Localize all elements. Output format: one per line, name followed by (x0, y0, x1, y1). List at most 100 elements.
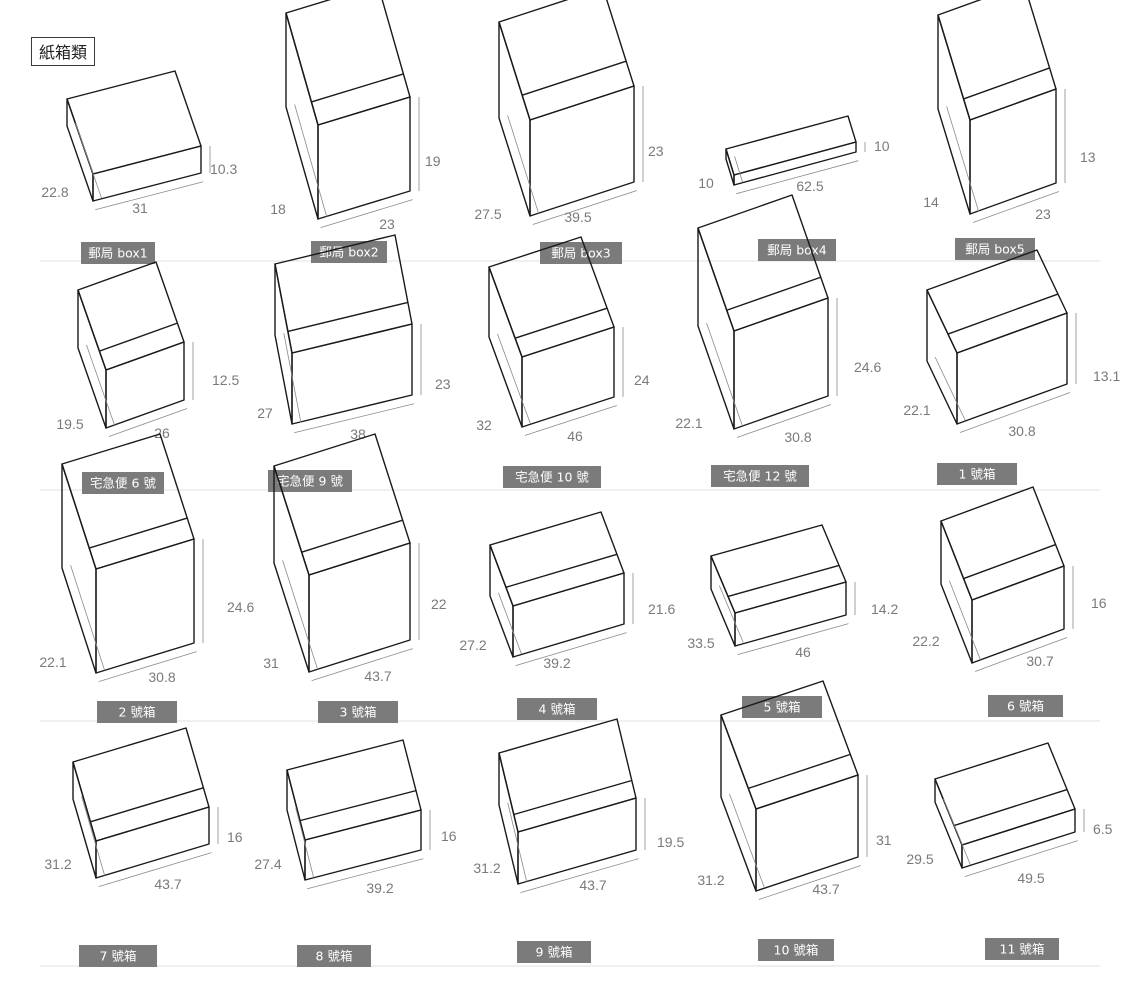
box-name-label: 3 號箱 (340, 705, 377, 720)
depth-dimension-line (729, 793, 765, 888)
box-tape-line (514, 307, 608, 339)
box-top-face (498, 0, 635, 121)
box-name-badge (503, 466, 601, 488)
box-name-badge (81, 242, 155, 264)
box-tape-line (513, 779, 632, 816)
width-dimension-label: 31 (132, 200, 148, 216)
box-name-badge (758, 939, 834, 961)
box-tape-line (963, 543, 1056, 580)
height-dimension-label: 13.1 (1093, 368, 1120, 384)
width-dimension-label: 46 (567, 428, 583, 444)
box-tape-line (89, 517, 188, 549)
box-name-label: 2 號箱 (119, 705, 156, 720)
box-front-face (512, 572, 625, 658)
depth-dimension-line (942, 798, 971, 865)
width-dimension-line (98, 852, 212, 888)
box-name-badge (82, 472, 164, 494)
box-front-face (317, 96, 411, 220)
box-item[interactable]: 39.227.221.64 號箱 (459, 511, 675, 720)
height-dimension-label: 21.6 (648, 601, 675, 617)
box-tape-line (301, 519, 403, 553)
box-name-badge (268, 470, 352, 492)
box-tape-line (311, 73, 404, 103)
box-top-face (488, 236, 615, 358)
box-side-face (488, 266, 523, 428)
box-item[interactable]: 43.731.219.59 號箱 (473, 718, 684, 963)
box-item[interactable]: 49.529.56.511 號箱 (906, 742, 1113, 960)
box-side-face (937, 14, 971, 215)
box-front-face (95, 806, 210, 879)
box-front-face (517, 797, 637, 885)
box-top-face (489, 511, 625, 607)
depth-dimension-label: 27.2 (459, 637, 486, 653)
height-dimension-label: 10 (874, 138, 890, 154)
width-dimension-line (974, 637, 1068, 672)
depth-dimension-line (949, 580, 981, 660)
width-dimension-line (736, 160, 859, 195)
box-name-label: 7 號箱 (100, 949, 137, 964)
box-front-face (969, 88, 1057, 215)
width-dimension-line (311, 648, 413, 681)
box-top-face (77, 261, 185, 371)
depth-dimension-label: 22.1 (39, 654, 66, 670)
box-top-face (926, 249, 1068, 354)
box-name-label: 11 號箱 (1000, 942, 1045, 957)
box-front-face (92, 145, 202, 202)
width-dimension-line (959, 392, 1071, 433)
height-dimension-label: 14.2 (871, 601, 898, 617)
width-dimension-line (515, 632, 627, 667)
box-name-label: 8 號箱 (316, 949, 353, 964)
box-side-face (940, 520, 973, 664)
box-side-face (286, 769, 306, 881)
box-item[interactable]: 30.822.124.62 號箱 (39, 433, 254, 723)
width-dimension-line (320, 199, 413, 228)
box-tape-line (726, 276, 821, 311)
width-dimension-line (737, 623, 849, 656)
box-tape-line (727, 564, 840, 598)
box-side-face (710, 555, 736, 647)
width-dimension-line (532, 190, 637, 225)
width-dimension-label: 43.7 (154, 876, 181, 892)
box-tape-line (299, 789, 417, 822)
box-item[interactable]: 30.822.113.11 號箱 (903, 249, 1120, 485)
box-front-face (105, 341, 185, 429)
depth-dimension-line (75, 122, 102, 199)
box-name-badge (311, 241, 387, 263)
depth-dimension-line (706, 322, 743, 427)
box-name-badge (985, 938, 1059, 960)
box-side-face (274, 263, 293, 425)
depth-dimension-label: 22.1 (675, 415, 702, 431)
width-dimension-label: 39.5 (564, 209, 591, 225)
height-dimension-label: 24.6 (854, 359, 881, 375)
box-side-face (66, 98, 94, 202)
box-tape-line (963, 67, 1050, 100)
height-dimension-label: 12.5 (212, 372, 239, 388)
width-dimension-label: 39.2 (543, 655, 570, 671)
box-side-face (72, 761, 97, 879)
box-side-face (285, 12, 319, 220)
box-name-badge (517, 698, 597, 720)
height-dimension-label: 16 (227, 829, 243, 845)
width-dimension-line (108, 408, 188, 437)
box-front-face (956, 312, 1068, 425)
box-tape-line (90, 787, 204, 823)
width-dimension-label: 30.7 (1026, 653, 1053, 669)
depth-dimension-label: 31 (263, 655, 279, 671)
box-name-label: 10 號箱 (774, 943, 819, 958)
box-side-face (498, 21, 531, 217)
